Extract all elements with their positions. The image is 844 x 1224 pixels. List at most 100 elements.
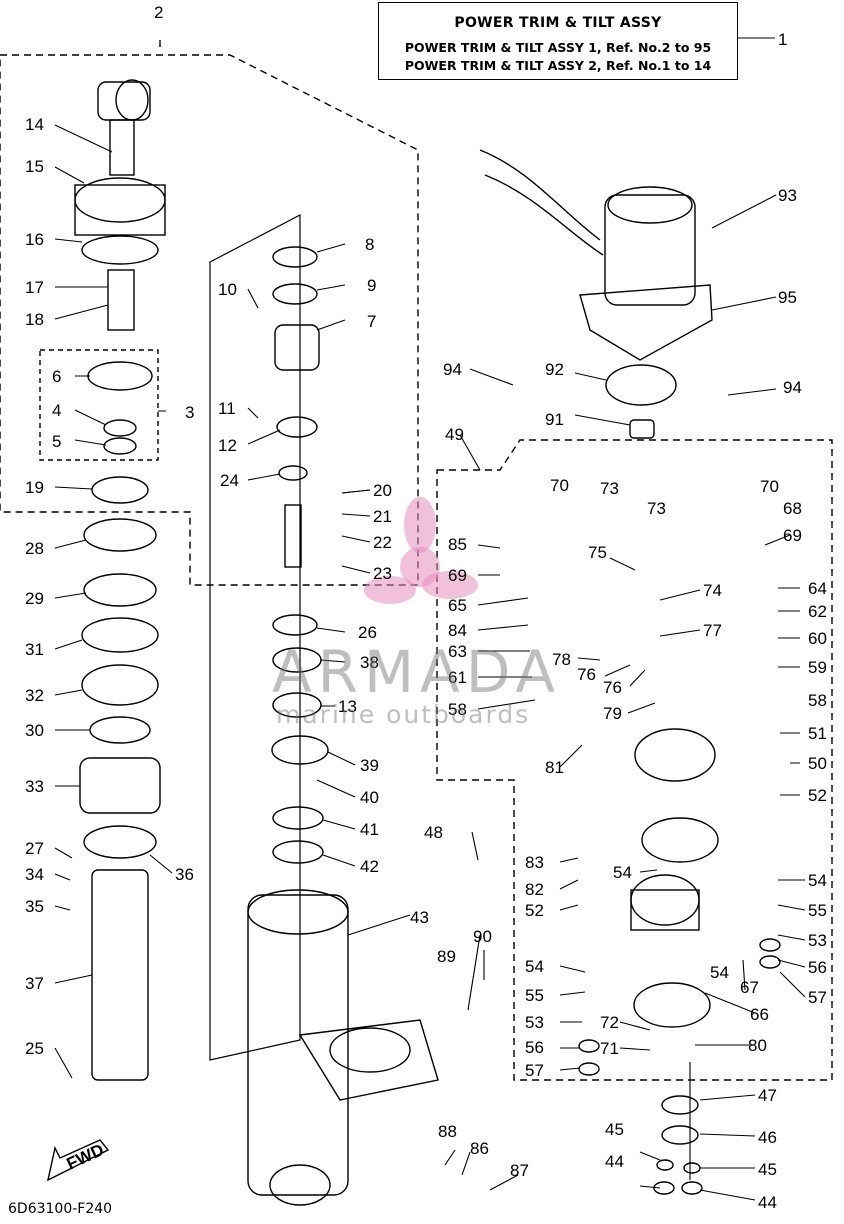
watermark-tagline: marine outboards bbox=[276, 700, 531, 729]
callout-5: 5 bbox=[52, 432, 61, 451]
callout-60: 60 bbox=[808, 629, 827, 648]
callout-54c: 54 bbox=[710, 963, 729, 982]
callout-67: 67 bbox=[740, 978, 759, 997]
callout-70b: 70 bbox=[550, 476, 569, 495]
callout-55b: 55 bbox=[525, 986, 544, 1005]
callout-58b: 58 bbox=[448, 700, 467, 719]
callout-29: 29 bbox=[25, 589, 44, 608]
callout-12: 12 bbox=[218, 436, 237, 455]
callout-33: 33 bbox=[25, 777, 44, 796]
callout-22: 22 bbox=[373, 533, 392, 552]
callout-8: 8 bbox=[365, 235, 374, 254]
callout-70: 70 bbox=[760, 477, 779, 496]
callout-64: 64 bbox=[808, 579, 827, 598]
callout-73: 73 bbox=[600, 479, 619, 498]
callout-19: 19 bbox=[25, 478, 44, 497]
callout-36: 36 bbox=[175, 865, 194, 884]
callout-55: 55 bbox=[808, 901, 827, 920]
callout-1: 1 bbox=[778, 30, 787, 49]
callout-21: 21 bbox=[373, 507, 392, 526]
callout-37: 37 bbox=[25, 974, 44, 993]
callout-15: 15 bbox=[25, 157, 44, 176]
callout-31: 31 bbox=[25, 640, 44, 659]
callout-14: 14 bbox=[25, 115, 44, 134]
callout-10: 10 bbox=[218, 280, 237, 299]
callout-57: 57 bbox=[808, 988, 827, 1007]
callout-69: 69 bbox=[783, 526, 802, 545]
title-box: POWER TRIM & TILT ASSY POWER TRIM & TILT… bbox=[378, 2, 738, 80]
callout-47: 47 bbox=[758, 1086, 777, 1105]
title-heading: POWER TRIM & TILT ASSY bbox=[454, 15, 662, 31]
callout-94: 94 bbox=[443, 360, 462, 379]
callout-16: 16 bbox=[25, 230, 44, 249]
callout-45b: 45 bbox=[758, 1160, 777, 1179]
callout-54b: 54 bbox=[613, 863, 632, 882]
callout-26: 26 bbox=[358, 623, 377, 642]
callout-49: 49 bbox=[445, 425, 464, 444]
callout-3: 3 bbox=[185, 403, 194, 422]
callout-78: 78 bbox=[552, 650, 571, 669]
callout-91: 91 bbox=[545, 410, 564, 429]
callout-52: 52 bbox=[808, 786, 827, 805]
callout-62: 62 bbox=[808, 602, 827, 621]
callout-23: 23 bbox=[373, 564, 392, 583]
callout-58: 58 bbox=[808, 691, 827, 710]
callout-73b: 73 bbox=[647, 499, 666, 518]
callout-56b: 56 bbox=[525, 1038, 544, 1057]
callout-87: 87 bbox=[510, 1161, 529, 1180]
callout-9: 9 bbox=[367, 276, 376, 295]
callout-57b: 57 bbox=[525, 1061, 544, 1080]
callout-84: 84 bbox=[448, 621, 467, 640]
callout-27: 27 bbox=[25, 839, 44, 858]
callout-20: 20 bbox=[373, 481, 392, 500]
callout-82: 82 bbox=[525, 880, 544, 899]
callout-61: 61 bbox=[448, 668, 467, 687]
callout-81: 81 bbox=[545, 758, 564, 777]
callout-44: 44 bbox=[605, 1152, 624, 1171]
callout-50: 50 bbox=[808, 754, 827, 773]
callout-59: 59 bbox=[808, 658, 827, 677]
callout-63: 63 bbox=[448, 642, 467, 661]
callout-52b: 52 bbox=[525, 901, 544, 920]
callout-48: 48 bbox=[424, 823, 443, 842]
callout-labels: 1 2 3 4 5 6 7 8 9 10 11 12 13 14 15 16 1… bbox=[25, 3, 827, 1212]
callout-86: 86 bbox=[470, 1139, 489, 1158]
callout-13: 13 bbox=[338, 697, 357, 716]
callout-92: 92 bbox=[545, 360, 564, 379]
callout-74: 74 bbox=[703, 581, 722, 600]
watermark-logo bbox=[364, 497, 478, 604]
callout-40: 40 bbox=[360, 788, 379, 807]
callout-4: 4 bbox=[52, 401, 61, 420]
callout-94b: 94 bbox=[783, 378, 802, 397]
callout-53b: 53 bbox=[525, 1013, 544, 1032]
callout-6: 6 bbox=[52, 367, 61, 386]
callout-46: 46 bbox=[758, 1128, 777, 1147]
callout-75: 75 bbox=[588, 543, 607, 562]
callout-54d: 54 bbox=[525, 957, 544, 976]
callout-66: 66 bbox=[750, 1005, 769, 1024]
callout-77: 77 bbox=[703, 621, 722, 640]
callout-80: 80 bbox=[748, 1036, 767, 1055]
callout-93: 93 bbox=[778, 186, 797, 205]
callout-44b: 44 bbox=[758, 1193, 777, 1212]
callout-28: 28 bbox=[25, 539, 44, 558]
callout-11: 11 bbox=[218, 399, 236, 418]
callout-79: 79 bbox=[603, 704, 622, 723]
callout-2: 2 bbox=[154, 3, 163, 22]
callout-85: 85 bbox=[448, 535, 467, 554]
callout-30: 30 bbox=[25, 721, 44, 740]
callout-56: 56 bbox=[808, 958, 827, 977]
callout-7: 7 bbox=[367, 312, 376, 331]
diagram-code: 6D63100-F240 bbox=[8, 1201, 113, 1217]
callout-83: 83 bbox=[525, 853, 544, 872]
callout-76b: 76 bbox=[603, 678, 622, 697]
callout-42: 42 bbox=[360, 857, 379, 876]
callout-38: 38 bbox=[360, 653, 379, 672]
callout-35: 35 bbox=[25, 897, 44, 916]
title-line-1: POWER TRIM & TILT ASSY 1, Ref. No.2 to 9… bbox=[404, 40, 712, 55]
fwd-label: FWD bbox=[64, 1140, 107, 1174]
callout-69b: 69 bbox=[448, 566, 467, 585]
callout-34: 34 bbox=[25, 865, 44, 884]
watermark-brand: ARMADA bbox=[272, 638, 562, 706]
